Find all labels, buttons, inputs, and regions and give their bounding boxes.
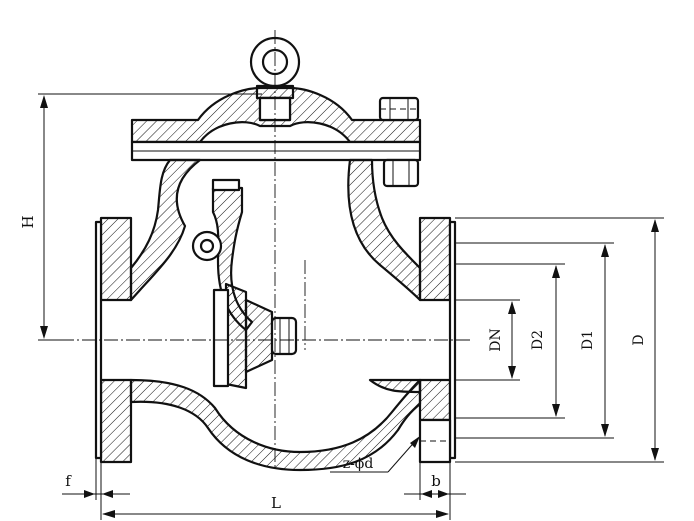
dimension-d2: D2 — [455, 263, 565, 419]
label-b: b — [431, 472, 441, 490]
label-d1: D1 — [580, 330, 596, 350]
bonnet — [130, 86, 422, 162]
label-h: H — [19, 215, 37, 228]
dimension-dn: DN — [455, 299, 520, 381]
dimension-l: L — [100, 462, 451, 520]
label-d: D — [631, 334, 647, 345]
dimension-b: b — [404, 462, 466, 500]
dimension-d: D — [455, 217, 664, 463]
centre-lines — [60, 30, 470, 470]
dimension-d1: D1 — [455, 242, 614, 439]
label-l: L — [271, 494, 281, 512]
dimension-h: H — [19, 93, 262, 341]
valve-disc — [212, 282, 298, 390]
label-d2: D2 — [530, 330, 546, 350]
label-dn: DN — [488, 328, 504, 351]
bolt-holes-callout: z-ϕd — [330, 436, 420, 473]
label-bolt-holes: z-ϕd — [343, 456, 374, 472]
valve-body — [94, 158, 457, 472]
dimension-f: f — [62, 458, 130, 500]
bonnet-bolt-right — [378, 96, 420, 188]
label-f: f — [65, 472, 72, 490]
